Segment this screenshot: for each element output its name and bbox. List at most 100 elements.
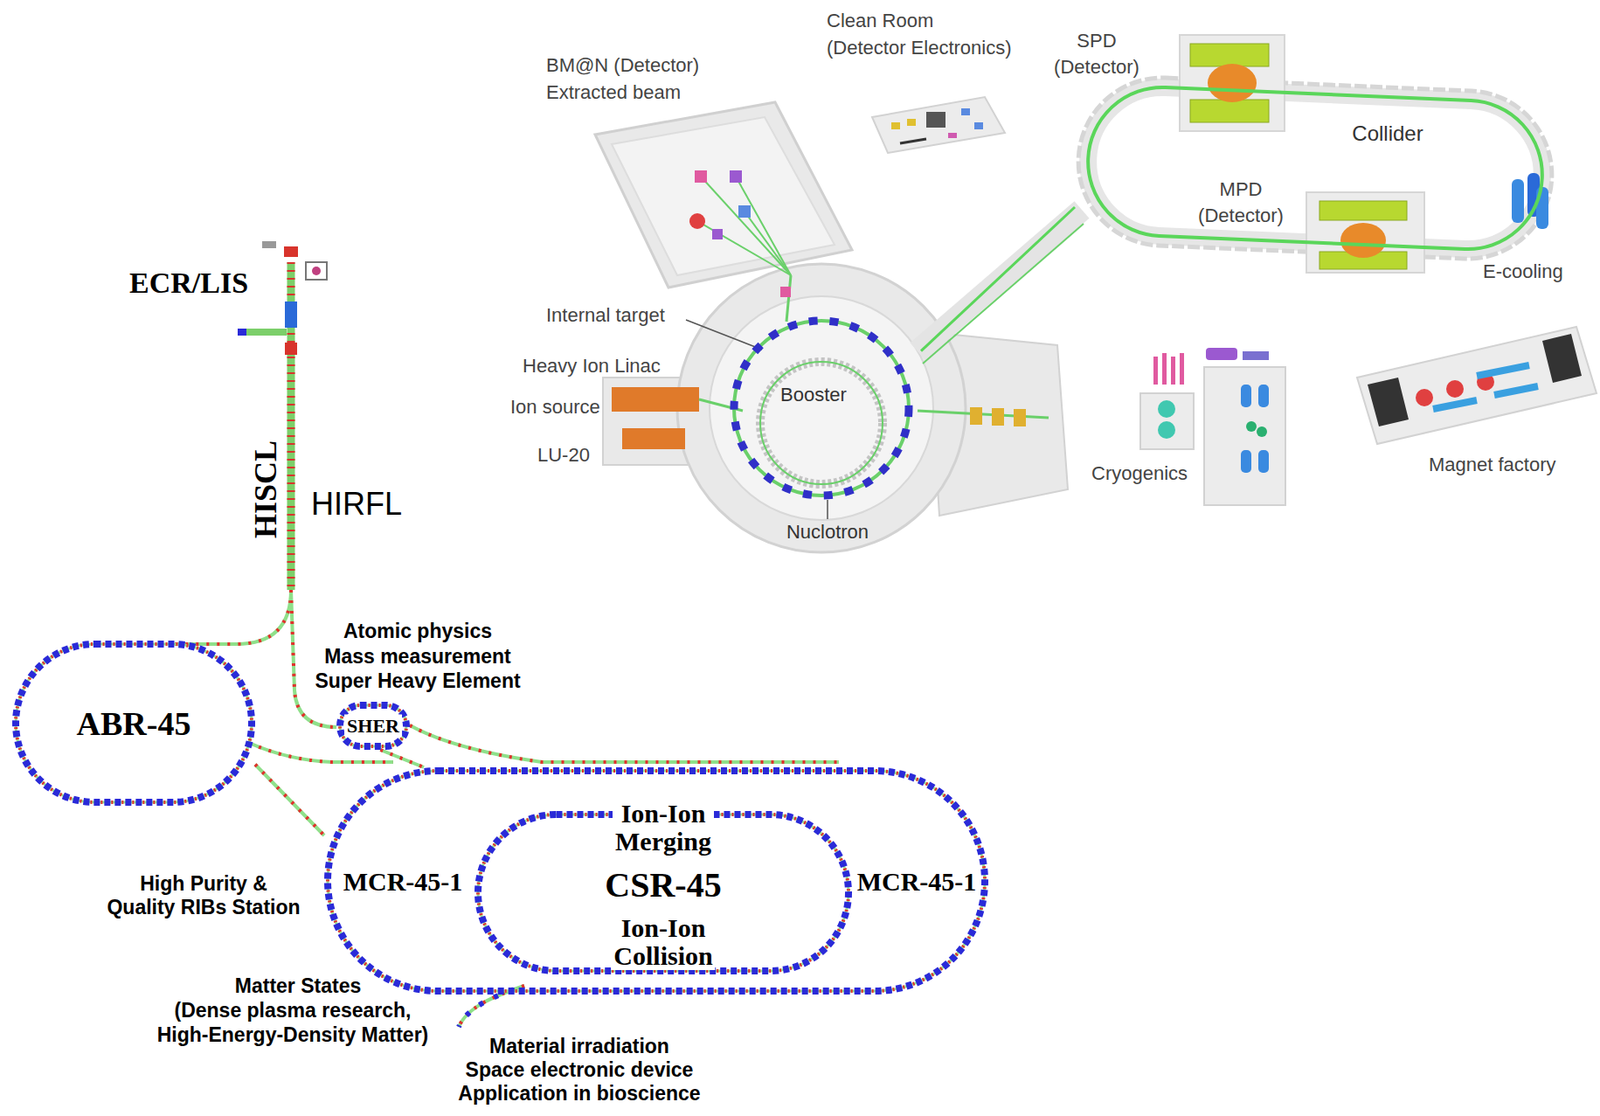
node-label: MCR-45-1 <box>340 865 466 897</box>
bmn-building <box>689 213 706 229</box>
linac <box>237 241 327 590</box>
cryogenics-plant <box>1170 356 1176 385</box>
detector <box>1511 179 1524 223</box>
synchrotron-ring: BoosterNuclotron <box>721 311 922 511</box>
ring-quadrupoles <box>327 770 985 991</box>
clean-room <box>872 96 1005 153</box>
ring-beamline <box>339 705 407 747</box>
accelerator-hall <box>677 263 966 553</box>
storage-ring: MCR-45-1MCR-45-1Ion-Ion MergingCSR-45Ion… <box>324 767 989 995</box>
node-label: MCR-45-1 <box>854 865 980 897</box>
annotation-label: Application in bioscience <box>457 1081 700 1105</box>
accelerator-hall <box>969 407 983 425</box>
annotation-label: Mass measurement <box>324 644 512 668</box>
beam-connector <box>255 764 325 836</box>
annotation-label: MPD (Detector) <box>1198 176 1284 229</box>
annotation-label: Magnet factory <box>1428 453 1557 476</box>
node-label: SHER <box>344 714 402 737</box>
detector <box>1190 99 1269 123</box>
node-label: Nuclotron <box>786 520 869 543</box>
annotation-label: Super Heavy Element <box>314 669 520 693</box>
bmn-building <box>786 275 791 322</box>
bmn-building <box>735 176 791 276</box>
ring-beamline <box>327 770 985 991</box>
node-label: Booster <box>780 383 847 406</box>
beam-line <box>174 589 291 645</box>
magnet-factory <box>1357 326 1597 444</box>
collider-ring <box>1085 83 1546 252</box>
linac <box>284 301 298 328</box>
cryogenics-plant <box>1157 400 1176 418</box>
bmn-building <box>744 211 791 276</box>
cryogenics-plant <box>1157 421 1176 439</box>
annotation-label: BM@N (Detector) <box>546 54 700 77</box>
detector <box>1190 43 1549 270</box>
node-label: Ion-Ion Merging <box>612 799 714 856</box>
nuclotron-magnets <box>734 320 909 496</box>
collider-tunnel <box>1306 192 1425 273</box>
linac <box>311 266 321 276</box>
annotation-label: Cryogenics <box>1091 462 1188 485</box>
magnet-factory <box>1542 333 1582 383</box>
beam-line <box>380 749 424 768</box>
beam-line-dots <box>255 764 325 836</box>
detector <box>1190 43 1269 67</box>
detector <box>1340 222 1386 258</box>
ring-beamline <box>15 644 252 803</box>
annotation-label: Atomic physics <box>343 619 492 643</box>
beam-line <box>409 725 839 762</box>
annotation-label: HIRFL <box>311 485 402 522</box>
annotation-label: Matter States <box>235 974 361 998</box>
collider-ring: Collider <box>1074 78 1556 263</box>
cryogenics-plant <box>1204 367 1286 506</box>
annotation-label: Space electronic device <box>465 1058 694 1081</box>
annotation-label: High Purity & Quality RIBs Station <box>106 872 300 920</box>
ring-magnets <box>15 644 252 803</box>
cryogenics-plant <box>1242 351 1269 361</box>
annotation-label: Heavy Ion Linac <box>522 354 661 377</box>
cryogenics-plant <box>1140 393 1194 450</box>
linac <box>237 328 247 336</box>
cryogenics-plant <box>1240 450 1252 473</box>
leader-line <box>685 319 762 350</box>
bmn-building <box>697 221 791 276</box>
node-label: CSR-45 <box>604 865 721 906</box>
ring-outline <box>1074 78 1556 263</box>
ring-quadrupoles <box>15 644 252 803</box>
annotation-label: HISCL <box>248 440 284 539</box>
bmn-building <box>595 102 852 322</box>
magnet-factory <box>1476 365 1530 376</box>
bmn-building <box>712 228 723 240</box>
detector <box>1207 63 1257 103</box>
cryogenics-plant <box>1205 347 1238 361</box>
clean-room <box>891 122 901 130</box>
linac <box>262 241 277 249</box>
cryogenics-plant <box>1162 353 1167 385</box>
cryogenics-plant <box>1258 384 1269 408</box>
accelerator-hall <box>991 408 1005 426</box>
accelerator-hall <box>917 410 1049 418</box>
linac <box>284 342 298 355</box>
cryogenics-plant <box>1153 356 1158 385</box>
magnet-factory <box>1357 326 1597 444</box>
bmn-building <box>738 205 751 218</box>
bmn-building <box>694 170 707 183</box>
annotation-label: (Dense plasma research, High-Energy-Dens… <box>157 997 430 1047</box>
magnet-factory <box>1367 377 1409 427</box>
linac <box>237 328 287 336</box>
annotation-label: Material irradiation <box>489 1034 670 1058</box>
ring-quadrupoles <box>339 705 407 747</box>
clean-room <box>961 108 970 116</box>
storage-ring: Ion-Ion MergingCSR-45Ion-Ion Collision <box>474 810 852 975</box>
accelerator-hall <box>602 263 1068 553</box>
accelerator-hall <box>622 428 686 450</box>
beam-line <box>921 207 1075 352</box>
collider-tunnel <box>1179 34 1285 132</box>
node-label: Collider <box>1351 121 1423 146</box>
magnet-factory <box>1415 388 1434 407</box>
collider-ring <box>1085 83 1546 252</box>
magnet-factory <box>1433 400 1477 409</box>
leader-line <box>826 499 829 520</box>
